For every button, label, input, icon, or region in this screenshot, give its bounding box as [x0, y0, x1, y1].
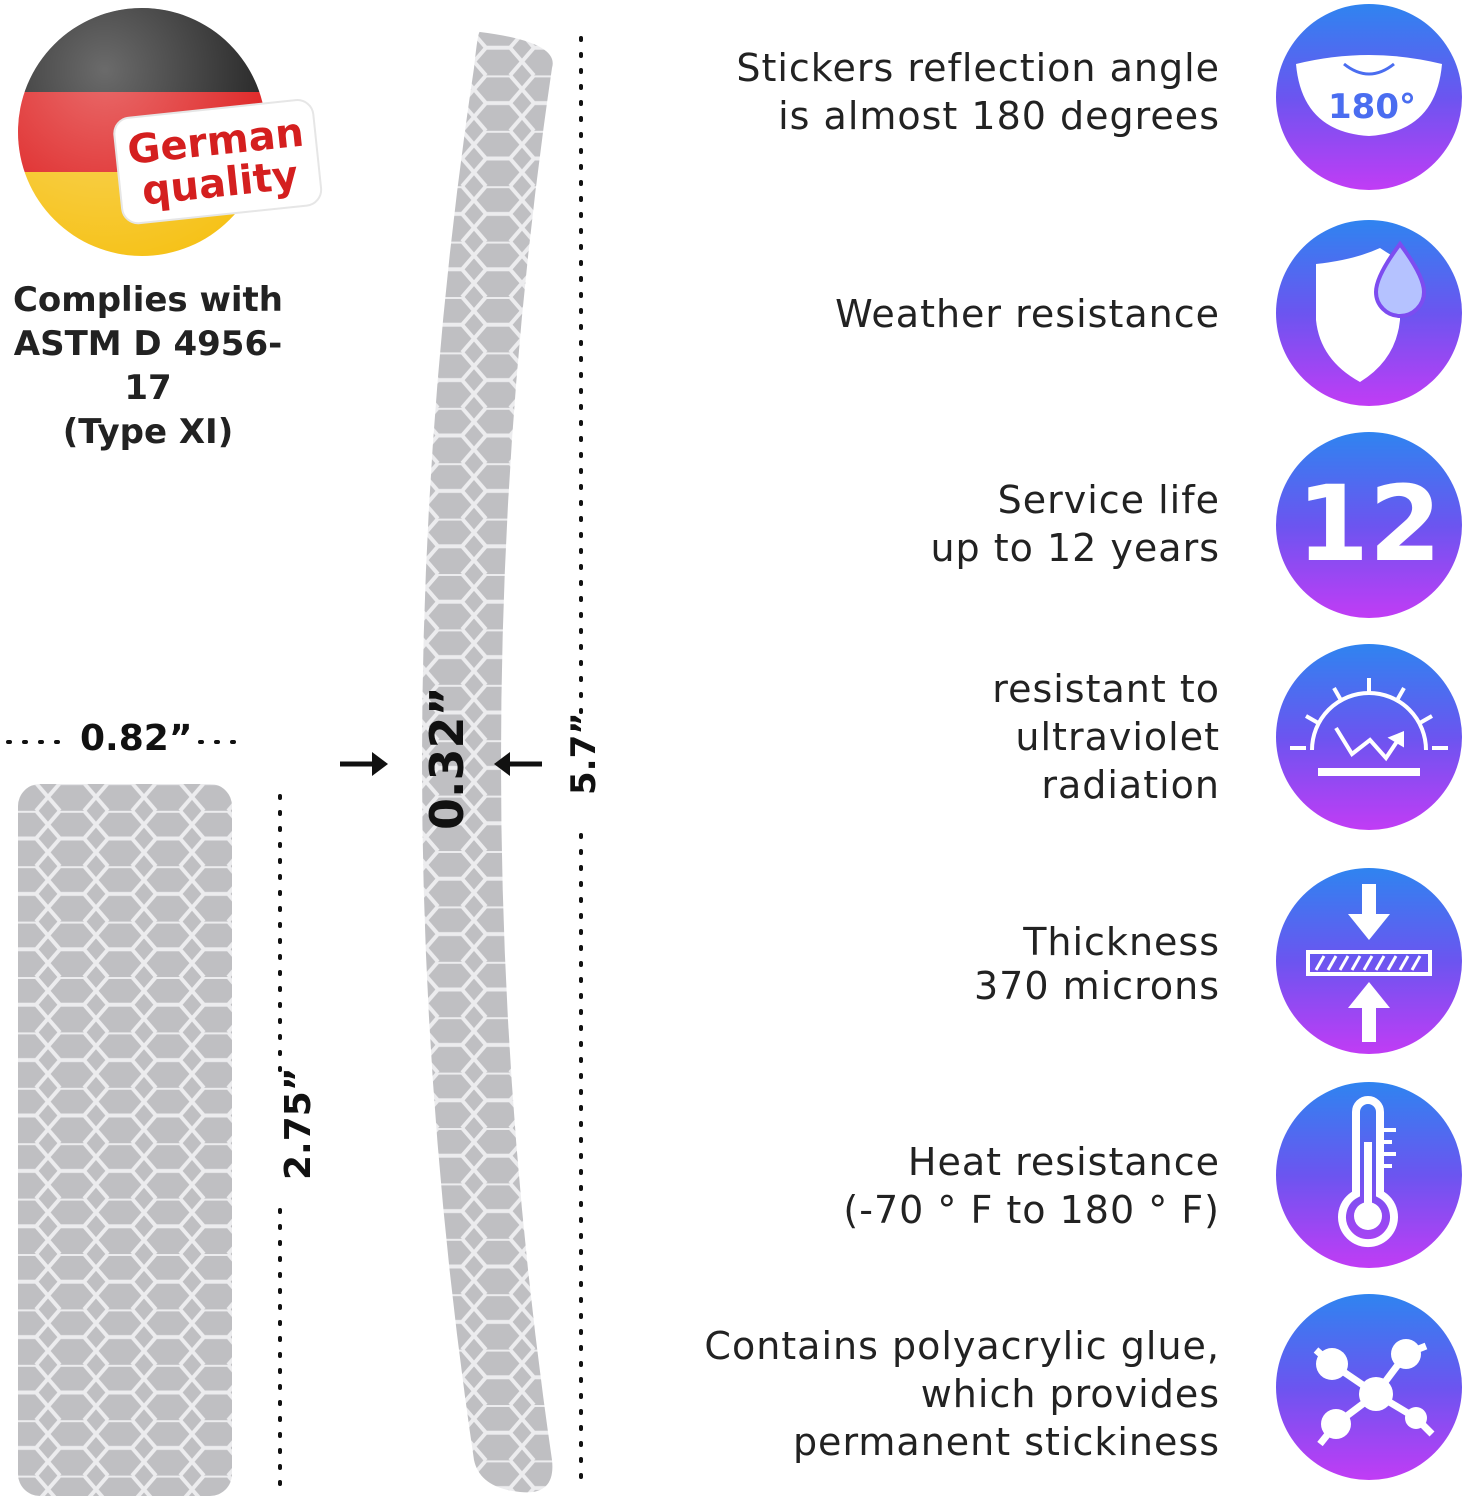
feature-service-life-text: Service life up to 12 years: [930, 478, 1220, 570]
feature-thickness-text: Thickness 370 microns: [974, 920, 1220, 1008]
rect-height-label: 2.75”: [278, 1067, 319, 1180]
thickness-arrow-right: [494, 752, 542, 776]
number-12-icon-text: 12: [1297, 463, 1442, 585]
curved-reflective-strip: [422, 31, 553, 1493]
angle-180-icon-text: 180°: [1328, 87, 1416, 127]
number-12-icon: 12: [1276, 432, 1462, 618]
strip-length-label: 5.7”: [564, 712, 604, 795]
compliance-line1: Complies with: [12, 280, 284, 320]
thickness-arrow-left: [340, 752, 388, 776]
compliance-line2: ASTM D 4956-17: [13, 324, 283, 408]
rectangle-sticker-diagram: [6, 740, 282, 1496]
feature-reflection-angle-text: Stickers reflection angle is almost 180 …: [736, 46, 1220, 138]
german-quality-badge: German quality: [14, 4, 334, 264]
rectangle-reflective-sticker: [18, 784, 232, 1496]
thermometer-icon: [1276, 1082, 1462, 1268]
angle-180-icon: 180°: [1276, 4, 1462, 190]
feature-uv-resistance-text: resistant to ultraviolet radiation: [992, 667, 1220, 807]
curved-strip-diagram: [340, 31, 583, 1493]
feature-glue-text: Contains polyacrylic glue, which provide…: [704, 1324, 1220, 1464]
feature-weather-resistance-text: Weather resistance: [835, 292, 1220, 336]
compliance-line3: (Type XI): [62, 412, 234, 452]
thickness-arrows-icon: [1276, 868, 1462, 1054]
feature-heat-resistance-text: Heat resistance (-70 ° F to 180 ° F): [843, 1140, 1220, 1232]
molecule-icon: [1276, 1294, 1462, 1480]
uv-sun-icon: [1276, 644, 1462, 830]
rect-width-label: 0.82”: [80, 718, 193, 759]
strip-thickness-label: 0.32”: [420, 686, 474, 830]
compliance-text: Complies with ASTM D 4956-17 (Type XI): [0, 278, 296, 454]
shield-drop-icon: [1276, 220, 1462, 406]
